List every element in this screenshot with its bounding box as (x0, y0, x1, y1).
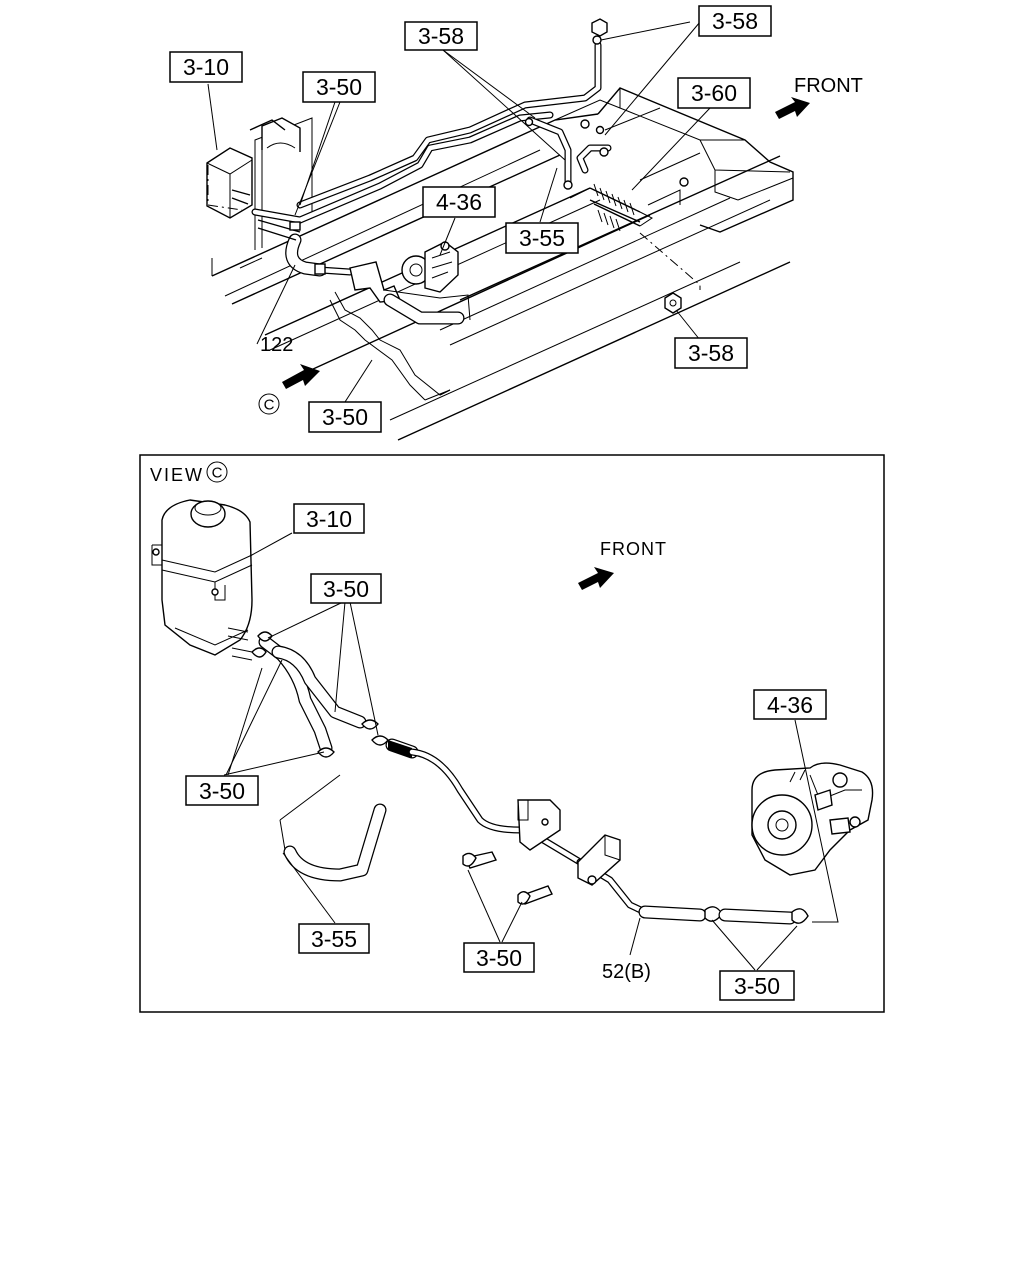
callout-3-58-top-c: 3-58 (674, 337, 748, 369)
hoses-detail (251, 631, 809, 925)
callout-3-58-top-a: 3-58 (404, 21, 478, 51)
callout-text: 3-55 (311, 926, 357, 952)
callout-3-50-detail-c: 3-50 (463, 942, 535, 973)
callout-text: 3-58 (688, 340, 734, 366)
oil-cooler-coil-top (569, 183, 653, 232)
callout-3-10-top: 3-10 (169, 51, 243, 83)
power-steering-pump-detail (751, 762, 874, 876)
callout-3-10-detail: 3-10 (293, 503, 365, 534)
callout-text: 3-10 (306, 506, 352, 532)
label-52b: 52(B) (602, 961, 651, 983)
callout-text: 3-55 (519, 225, 565, 251)
brackets-detail (462, 799, 621, 905)
callout-3-50-detail-a: 3-50 (310, 573, 382, 604)
callout-3-50-top-b: 3-50 (308, 401, 382, 433)
reservoir-drawing-top (206, 117, 301, 219)
pipe-runs-top (251, 35, 612, 224)
callout-text: 3-50 (322, 404, 368, 430)
detail-view-title-letter: C (212, 465, 223, 482)
nut-icons-top (591, 18, 682, 314)
callout-3-50-top-a: 3-50 (302, 71, 376, 103)
callout-3-55-detail: 3-55 (298, 923, 370, 954)
detail-view-title-prefix: VIEW (150, 465, 204, 485)
callout-text: 4-36 (436, 189, 482, 215)
callout-text: 3-50 (199, 778, 245, 804)
callout-text: 3-60 (691, 80, 737, 106)
callout-text: 3-10 (183, 54, 229, 80)
pump-bracket-top (329, 261, 471, 401)
callout-text: 3-50 (316, 74, 362, 100)
view-c-marker-letter: C (264, 397, 275, 414)
detail-front-label: FRONT (600, 539, 667, 559)
view-c-marker: C (258, 393, 280, 415)
callout-4-36-detail: 4-36 (753, 689, 827, 720)
detail-leader-lines (223, 532, 839, 971)
detail-front-arrow-icon (578, 567, 614, 590)
callout-text: 4-36 (767, 692, 813, 718)
callout-3-58-top-b: 3-58 (698, 5, 772, 37)
power-steering-pump-top (401, 241, 459, 293)
callout-text: 3-50 (476, 945, 522, 971)
callout-text: 3-58 (418, 23, 464, 49)
callout-text: 3-58 (712, 8, 758, 34)
callout-text: 3-50 (734, 973, 780, 999)
reservoir-detail (151, 499, 253, 661)
front-arrow-icon (775, 97, 810, 119)
callout-3-50-detail-d: 3-50 (719, 970, 795, 1001)
callout-text: 3-50 (323, 576, 369, 602)
hoses-top-left (257, 219, 354, 277)
detail-view-frame (139, 454, 885, 1013)
callout-3-55-top: 3-55 (505, 222, 579, 254)
detail-view-title: VIEW C (150, 461, 228, 485)
label-122: 122 (260, 334, 293, 356)
callout-3-50-detail-b: 3-50 (185, 775, 259, 806)
top-front-label: FRONT (794, 75, 863, 97)
top-view-leader-lines (207, 21, 711, 403)
hose-3-55-detail (279, 774, 387, 882)
view-direction-arrow-icon (282, 364, 320, 389)
callout-4-36-top: 4-36 (422, 186, 496, 218)
callout-3-60-top: 3-60 (677, 77, 751, 109)
